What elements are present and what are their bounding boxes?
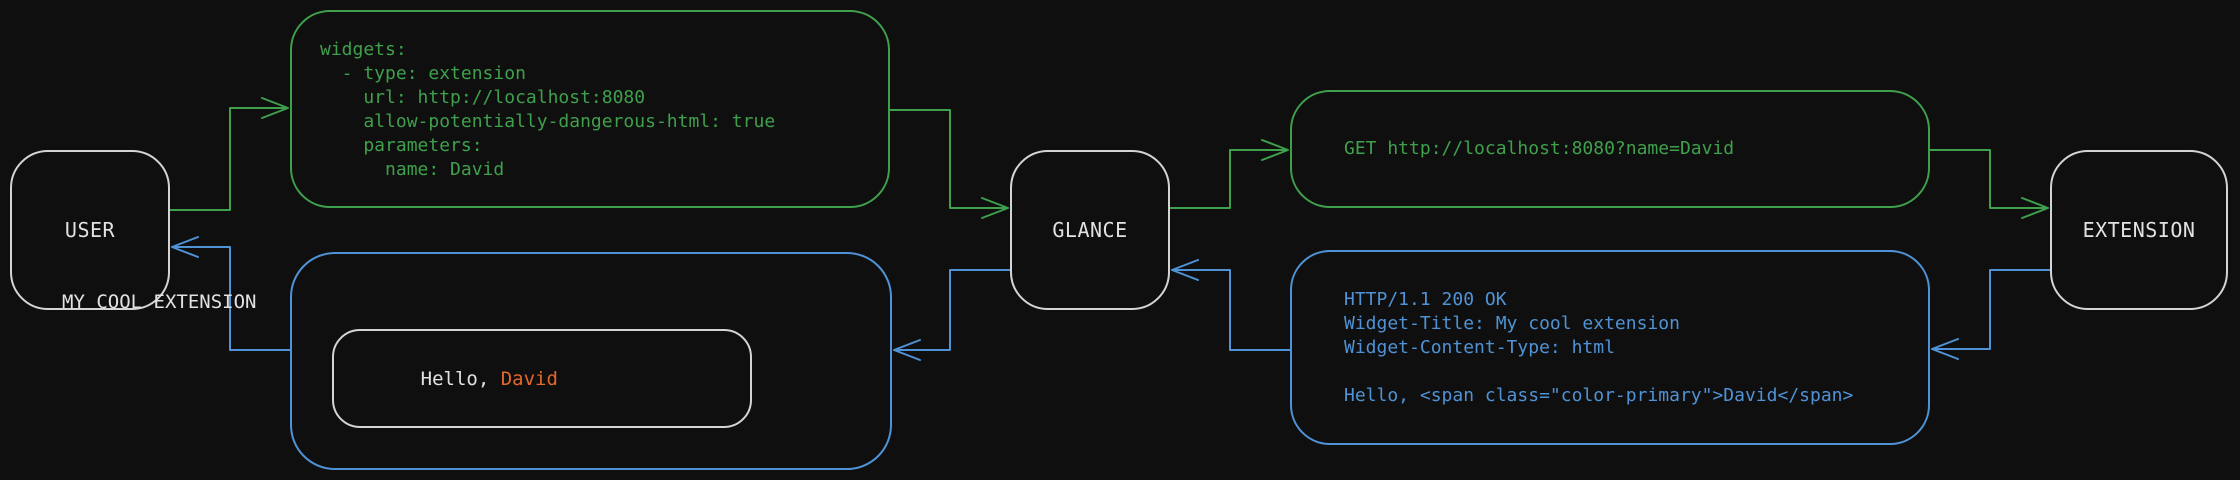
glance-node-label: GLANCE: [1052, 218, 1128, 242]
arrow-glance-to-widget: [893, 269, 1011, 361]
code-line: - type: extension: [320, 63, 526, 84]
greeting-prefix: Hello,: [420, 367, 501, 390]
code-line: name: David: [320, 159, 505, 180]
arrow-glance-to-request: [1169, 139, 1289, 209]
arrow-request-to-extension: [1929, 149, 2049, 219]
http-request-box: GET http://localhost:8080?name=David: [1290, 90, 1930, 208]
code-line: Hello, <span class="color-primary">David…: [1344, 385, 1854, 406]
code-line: url: http://localhost:8080: [320, 87, 646, 108]
glance-node: GLANCE: [1010, 150, 1170, 310]
http-response-box: HTTP/1.1 200 OK Widget-Title: My cool ex…: [1290, 250, 1930, 445]
widget-greeting-text: Hello, David: [334, 346, 558, 412]
arrow-config-to-glance: [889, 109, 1009, 219]
greeting-name: David: [500, 367, 558, 390]
code-line: HTTP/1.1 200 OK: [1344, 289, 1507, 310]
code-line: Widget-Content-Type: html: [1344, 337, 1615, 358]
code-line: widgets:: [320, 39, 407, 60]
code-line: Widget-Title: My cool extension: [1344, 313, 1680, 334]
widget-title: MY COOL EXTENSION: [62, 291, 257, 313]
rendered-widget-box: [290, 252, 892, 470]
extension-node: EXTENSION: [2050, 150, 2228, 310]
user-node: USER: [10, 150, 170, 310]
config-yaml-code: widgets: - type: extension url: http://l…: [292, 12, 888, 182]
arrow-user-to-config: [169, 97, 289, 211]
arrow-extension-to-response: [1931, 269, 2051, 360]
code-line: GET http://localhost:8080?name=David: [1344, 138, 1735, 159]
extension-node-label: EXTENSION: [2082, 218, 2196, 242]
arrow-widget-to-user: [171, 236, 291, 351]
code-line: allow-potentially-dangerous-html: true: [320, 111, 776, 132]
arrow-response-to-glance: [1171, 259, 1291, 351]
code-line: [1344, 360, 1928, 384]
config-yaml-box: widgets: - type: extension url: http://l…: [290, 10, 890, 208]
code-line: parameters:: [320, 135, 483, 156]
http-response-code: HTTP/1.1 200 OK Widget-Title: My cool ex…: [1292, 252, 1928, 408]
http-request-code: GET http://localhost:8080?name=David: [1292, 137, 1734, 161]
user-node-label: USER: [64, 218, 116, 242]
widget-greeting-box: Hello, David: [332, 329, 752, 428]
